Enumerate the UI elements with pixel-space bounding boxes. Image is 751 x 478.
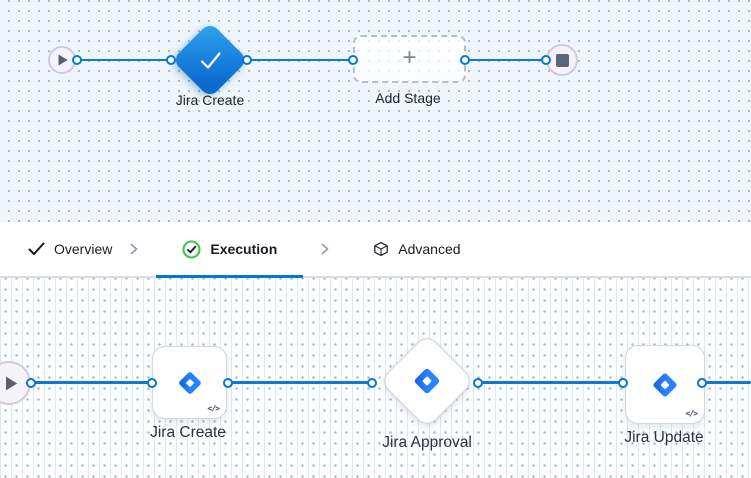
tab-advanced[interactable]: Advanced	[347, 222, 486, 276]
jira-icon	[653, 372, 677, 397]
stage-node-jira-create[interactable]	[171, 21, 249, 99]
edge-line	[77, 59, 172, 61]
edge-line	[478, 381, 623, 384]
chevron-right-icon	[321, 222, 329, 276]
connector-port[interactable]	[26, 378, 36, 388]
code-badge: </>	[685, 409, 698, 418]
pipeline-stages-canvas[interactable]: Jira Create + Add Stage	[0, 0, 751, 222]
connector-port[interactable]	[473, 378, 483, 388]
chevron-right-icon	[130, 222, 138, 276]
stage-label: Jira Create	[175, 92, 245, 108]
code-badge: </>	[207, 404, 220, 413]
step-node-jira-create[interactable]: </>	[152, 346, 227, 419]
execution-steps-canvas[interactable]: </> Jira Create Jira Approval </> Jira U…	[0, 278, 751, 478]
connector-port[interactable]	[348, 55, 358, 65]
connector-port[interactable]	[697, 378, 707, 388]
step-label: Jira Approval	[382, 434, 472, 451]
check-circle-icon	[182, 239, 201, 259]
check-icon	[200, 51, 221, 69]
connector-port[interactable]	[223, 378, 233, 388]
step-node-jira-approval[interactable]	[378, 332, 476, 430]
add-stage-label: Add Stage	[375, 90, 441, 106]
connector-port[interactable]	[367, 378, 377, 388]
edge-line	[246, 59, 354, 61]
edge-line	[228, 381, 372, 384]
edge-line	[464, 59, 548, 61]
tab-label: Advanced	[398, 241, 461, 257]
step-label: Jira Update	[624, 429, 704, 446]
step-node-jira-update[interactable]: </>	[625, 345, 705, 424]
check-icon	[28, 242, 45, 255]
tab-label: Overview	[54, 241, 113, 257]
jira-icon	[178, 371, 201, 394]
edge-line	[702, 381, 751, 384]
edge-line	[31, 381, 152, 384]
stop-icon	[555, 53, 569, 67]
tab-execution[interactable]: Execution	[156, 222, 304, 278]
connector-port[interactable]	[460, 55, 470, 65]
connector-port[interactable]	[166, 55, 176, 65]
connector-port[interactable]	[541, 55, 551, 65]
stage-config-tabbar: Overview Execution Advanced	[0, 222, 751, 278]
tab-label: Execution	[210, 241, 278, 257]
cube-icon	[374, 241, 389, 257]
connector-port[interactable]	[618, 378, 628, 388]
connector-port[interactable]	[147, 378, 157, 388]
play-icon	[6, 376, 18, 390]
pipeline-start-node[interactable]	[48, 46, 76, 74]
play-icon	[58, 54, 67, 66]
tab-overview[interactable]: Overview	[28, 222, 112, 276]
connector-port[interactable]	[242, 55, 252, 65]
step-label: Jira Create	[150, 424, 226, 441]
jira-icon	[414, 368, 440, 394]
add-stage-button[interactable]: +	[353, 35, 466, 83]
connector-port[interactable]	[72, 55, 82, 65]
plus-icon: +	[402, 44, 417, 71]
